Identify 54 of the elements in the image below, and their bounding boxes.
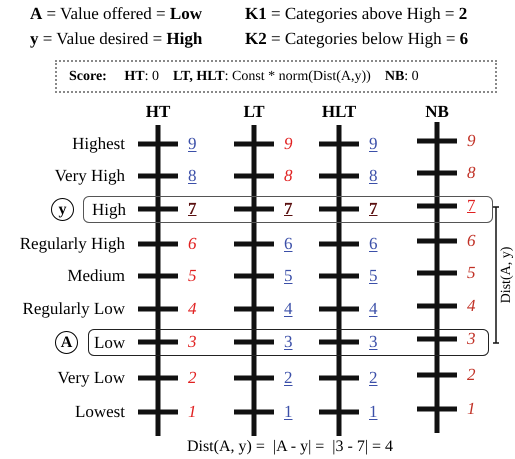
scale-value: 7 <box>467 196 476 216</box>
scale-value: 9 <box>467 131 476 151</box>
scale-value: 8 <box>188 166 196 186</box>
category-label: Highest <box>72 134 125 154</box>
scale-value: 7 <box>284 199 292 219</box>
scale-value: 6 <box>284 234 292 254</box>
scale-value: 8 <box>284 166 292 186</box>
definition-text: A = Value offered = Low <box>30 4 202 24</box>
definition-text: K2 = Categories below High = 6 <box>245 29 468 49</box>
scale-value: 2 <box>284 368 292 388</box>
column-heading: HLT <box>322 102 356 122</box>
scale-value: 9 <box>188 134 196 154</box>
category-label: Medium <box>67 266 125 286</box>
scale-value: 8 <box>369 166 378 186</box>
category-label: Very Low <box>57 368 125 388</box>
scale-value: 9 <box>284 134 292 154</box>
scale-value: 5 <box>188 266 196 286</box>
scale-value: 3 <box>369 332 378 352</box>
scale-value: 3 <box>467 329 476 349</box>
scale-value: 4 <box>188 299 196 319</box>
scale-value: 2 <box>467 365 476 385</box>
dimension-label: Dist(A, y) <box>500 246 514 304</box>
scale-value: 7 <box>369 199 378 219</box>
scale-value: 5 <box>284 266 292 286</box>
category-label: Very High <box>54 166 125 186</box>
scale-value: 2 <box>369 368 378 388</box>
category-label: Regularly Low <box>22 299 125 319</box>
scale-value: 8 <box>467 163 476 183</box>
column-heading: NB <box>425 102 449 122</box>
formula-text: Dist(A, y) = |A - y| = |3 - 7| = 4 <box>186 438 394 456</box>
scale-value: 6 <box>467 231 476 251</box>
scale-value: 1 <box>284 402 292 422</box>
score-box: Score: HT: 0 LT, HLT: Const * norm(Dist(A,y)) NB: 0 <box>55 60 497 93</box>
scale-value: 4 <box>284 299 292 319</box>
scale-value: 4 <box>369 299 378 319</box>
scale-value: 2 <box>188 368 196 388</box>
scale-value: 6 <box>369 234 378 254</box>
scale-value: 3 <box>188 332 196 352</box>
scale-value: 4 <box>467 296 476 316</box>
scale-value: 1 <box>467 399 476 419</box>
scale-value: 7 <box>188 199 196 219</box>
scale-value: 9 <box>369 134 378 154</box>
scale-value: 5 <box>369 266 378 286</box>
scale-value: 1 <box>369 402 378 422</box>
category-label: Regularly High <box>20 234 125 254</box>
scale-value: 3 <box>284 332 292 352</box>
scale-value: 5 <box>467 263 476 283</box>
definition-text: y = Value desired = High <box>30 29 202 49</box>
scale-value: 6 <box>188 234 196 254</box>
scale-value: 1 <box>188 402 196 422</box>
column-heading: LT <box>243 102 265 122</box>
column-heading: HT <box>146 102 170 122</box>
category-label: Lowest <box>74 402 125 422</box>
definition-text: K1 = Categories above High = 2 <box>245 4 468 24</box>
